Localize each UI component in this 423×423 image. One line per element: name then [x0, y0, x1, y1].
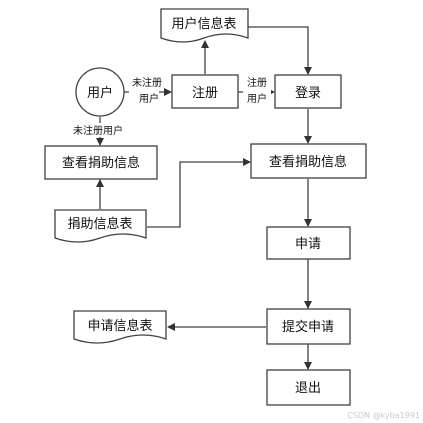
edge-user-table-to-login — [248, 26, 312, 75]
doc-donation-table: 捐助信息表 — [54, 209, 147, 243]
svg-text:申请: 申请 — [295, 237, 321, 252]
svg-text:用户: 用户 — [87, 85, 113, 101]
node-register: 注册 — [171, 74, 239, 109]
edge-donation-table-to-view-right — [147, 158, 251, 228]
svg-text:查看捐助信息: 查看捐助信息 — [62, 155, 140, 171]
node-login: 登录 — [274, 74, 342, 109]
svg-text:提交申请: 提交申请 — [282, 319, 334, 335]
node-exit: 退出 — [266, 369, 351, 406]
edge-labels: 未注册 用户 注册 用户 未注册用户 — [72, 75, 271, 137]
svg-text:捐助信息表: 捐助信息表 — [67, 216, 132, 232]
svg-text:注册: 注册 — [192, 86, 218, 101]
node-apply: 申请 — [266, 226, 351, 260]
svg-text:退出: 退出 — [295, 381, 321, 396]
edge-label-register-login-2: 用户 — [247, 92, 267, 105]
doc-apply-table: 申请信息表 — [73, 310, 167, 344]
edge-label-user-register-2: 用户 — [139, 92, 159, 105]
node-user: 用户 — [75, 67, 125, 117]
watermark: CSDN @kyba1991 — [347, 411, 420, 420]
node-view-donation-right: 查看捐助信息 — [250, 143, 367, 179]
svg-text:登录: 登录 — [295, 86, 321, 101]
edge-label-user-register-1: 未注册 — [132, 76, 162, 89]
edge-label-register-login-1: 注册 — [247, 76, 267, 89]
svg-text:用户信息表: 用户信息表 — [171, 16, 236, 32]
node-submit-apply: 提交申请 — [266, 308, 351, 345]
doc-user-table: 用户信息表 — [160, 8, 249, 43]
node-view-donation-left: 查看捐助信息 — [44, 145, 158, 180]
edge-label-user-view: 未注册用户 — [73, 124, 123, 137]
svg-text:查看捐助信息: 查看捐助信息 — [269, 154, 347, 170]
svg-text:申请信息表: 申请信息表 — [87, 318, 152, 334]
